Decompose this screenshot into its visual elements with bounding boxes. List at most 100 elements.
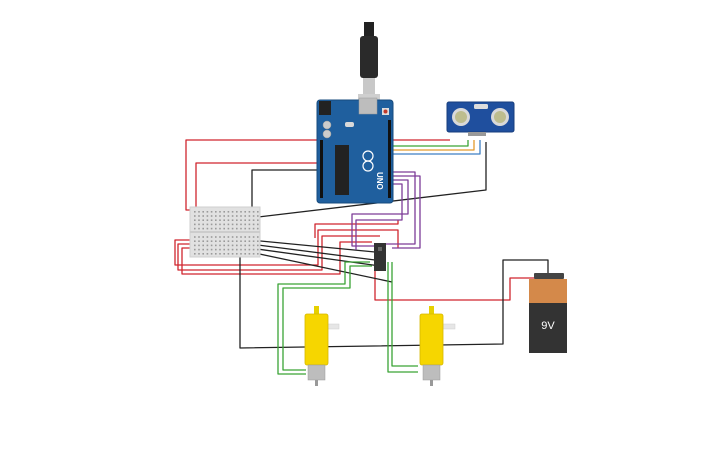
breadboard[interactable] [189, 206, 261, 258]
breadboard-hole [215, 227, 217, 230]
breadboard-hole [194, 219, 196, 221]
ultrasonic-sensor[interactable] [446, 101, 515, 136]
wire-red-6[interactable] [181, 241, 372, 275]
breadboard-hole [194, 253, 196, 255]
breadboard-hole [240, 244, 242, 247]
breadboard-hole [244, 211, 246, 213]
breadboard-hole [223, 219, 225, 221]
wire-blue[interactable] [390, 140, 481, 155]
breadboard-hole [202, 219, 204, 221]
motor-right[interactable] [419, 306, 456, 386]
breadboard-hole [223, 253, 225, 255]
breadboard-hole [215, 215, 217, 217]
breadboard-hole [194, 244, 196, 247]
breadboard-hole [219, 219, 221, 221]
breadboard-hole [240, 240, 242, 242]
wire-red-5[interactable] [177, 235, 380, 271]
breadboard-hole [236, 227, 238, 230]
wire-red-4[interactable] [174, 229, 399, 266]
breadboard-hole [240, 215, 242, 217]
wire-purple-1[interactable] [380, 171, 416, 245]
wire-black-6[interactable] [249, 247, 381, 267]
breadboard-hole [231, 236, 234, 238]
breadboard-hole [223, 244, 225, 247]
breadboard-hole [194, 211, 196, 213]
breadboard-hole [252, 253, 255, 255]
breadboard-hole [252, 244, 255, 247]
usb-cable[interactable] [358, 22, 380, 110]
wire-green-us[interactable] [390, 140, 469, 147]
breadboard-hole [215, 244, 217, 247]
breadboard-hole [219, 223, 221, 226]
wire-green-1[interactable] [277, 261, 370, 375]
breadboard-hole [215, 248, 217, 251]
breadboard-hole [206, 236, 209, 238]
arduino-logo [362, 150, 374, 172]
breadboard-hole [244, 248, 246, 251]
breadboard-hole [227, 240, 230, 242]
breadboard-hole [202, 240, 204, 242]
wire-orange[interactable] [390, 140, 475, 151]
breadboard-hole [236, 211, 238, 213]
wire-black-1[interactable] [251, 169, 318, 230]
wire-green-4[interactable] [387, 262, 418, 373]
breadboard-hole [231, 211, 234, 213]
wire-black-2[interactable] [249, 142, 487, 219]
breadboard-hole [227, 227, 230, 230]
breadboard-hole [219, 227, 221, 230]
wire-red-7[interactable] [374, 257, 538, 301]
breadboard-hole [248, 253, 251, 255]
wire-green-2[interactable] [282, 265, 372, 371]
breadboard-hole [236, 236, 238, 238]
wire-red-2[interactable] [195, 162, 318, 212]
breadboard-hole [244, 215, 246, 217]
breadboard-hole [227, 211, 230, 213]
wire-green-3[interactable] [391, 262, 418, 367]
breadboard-hole [206, 211, 209, 213]
motor-left[interactable] [304, 306, 340, 386]
breadboard-hole [223, 240, 225, 242]
breadboard-hole [198, 244, 200, 247]
breadboard-hole [206, 244, 209, 247]
wire-black-5[interactable] [249, 243, 376, 261]
breadboard-hole [210, 215, 213, 217]
wire-purple-4[interactable] [355, 183, 403, 250]
breadboard-hole [202, 244, 204, 247]
breadboard-hole [215, 211, 217, 213]
breadboard-hole [227, 236, 230, 238]
breadboard-hole [248, 240, 251, 242]
breadboard-hole [227, 244, 230, 247]
wire-black-4[interactable] [249, 239, 376, 253]
arduino-uno-label: UNO [375, 172, 384, 190]
wire-black-7[interactable] [249, 251, 393, 283]
breadboard-hole [210, 223, 213, 226]
breadboard-hole [202, 236, 204, 238]
wire-black-3[interactable] [239, 234, 549, 349]
breadboard-hole [231, 244, 234, 247]
breadboard-hole [210, 240, 213, 242]
breadboard-holes [194, 211, 259, 255]
wires [174, 139, 549, 375]
breadboard-hole [252, 219, 255, 221]
breadboard-hole [257, 248, 259, 251]
breadboard-hole [198, 219, 200, 221]
arduino-uno[interactable]: UNO [316, 97, 394, 204]
breadboard-hole [227, 253, 230, 255]
breadboard-hole [252, 236, 255, 238]
breadboard-hole [236, 215, 238, 217]
breadboard-hole [236, 248, 238, 251]
breadboard-hole [198, 223, 200, 226]
wire-purple-2[interactable] [392, 175, 421, 249]
breadboard-hole [194, 227, 196, 230]
breadboard-hole [252, 227, 255, 230]
battery-9v[interactable]: 9V [529, 273, 567, 353]
breadboard-hole [227, 219, 230, 221]
breadboard-hole [206, 227, 209, 230]
breadboard-hole [210, 211, 213, 213]
breadboard-hole [244, 244, 246, 247]
breadboard-hole [248, 219, 251, 221]
motor-driver-chip[interactable] [374, 243, 386, 271]
breadboard-hole [198, 240, 200, 242]
breadboard-hole [198, 215, 200, 217]
